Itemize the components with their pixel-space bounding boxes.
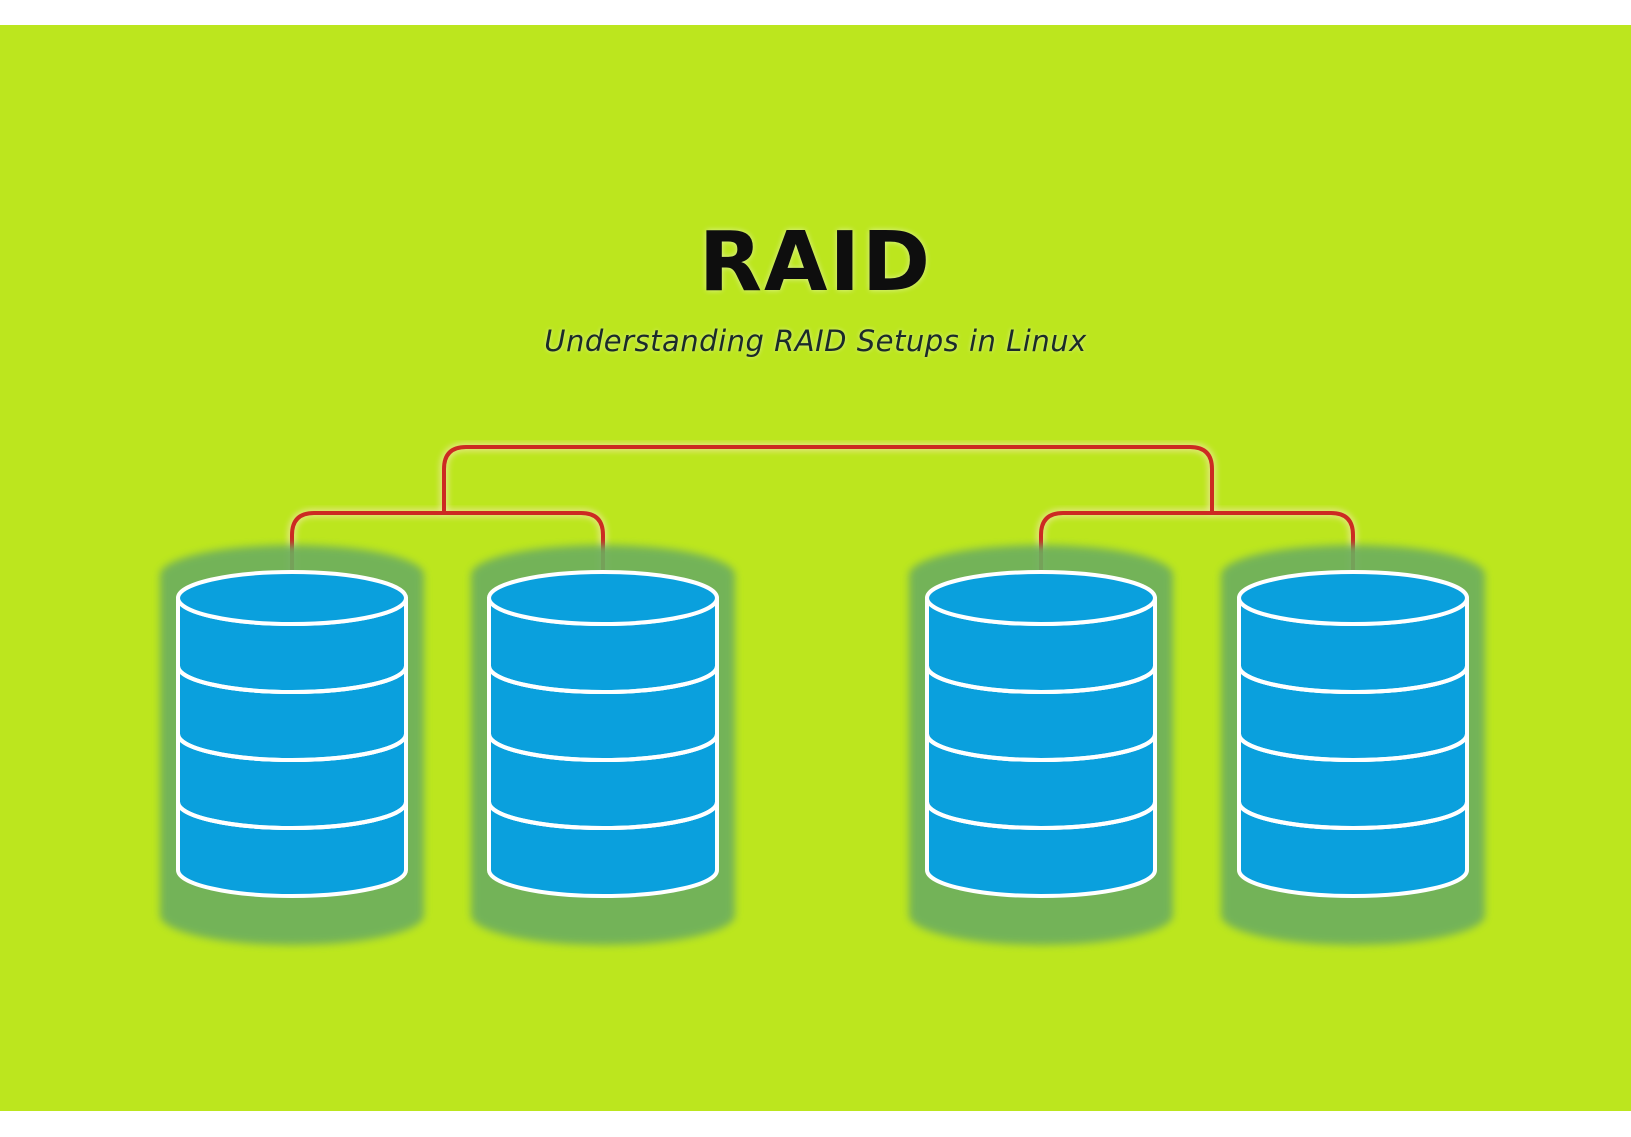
diagram-title: RAID <box>698 215 933 310</box>
pair-connector-left <box>290 511 605 591</box>
platter-seam <box>487 665 719 694</box>
platter-seam <box>1237 801 1469 830</box>
platter-seam <box>925 801 1157 830</box>
platter-seam <box>176 801 408 830</box>
platter-seam <box>925 733 1157 762</box>
pair-connector-right <box>1039 511 1355 591</box>
connector-lines <box>287 442 1358 591</box>
disk-3 <box>909 545 1173 945</box>
platter-seam <box>1237 733 1469 762</box>
top-bus-connector <box>442 445 1214 513</box>
disk-4 <box>1221 545 1485 945</box>
disk-top-cap <box>925 570 1157 626</box>
disk-1 <box>160 545 424 945</box>
platter-seam <box>925 665 1157 694</box>
platter-seam <box>487 801 719 830</box>
disk-2 <box>471 545 735 945</box>
diagram-svg <box>0 25 1631 1111</box>
disk-group <box>160 545 1485 945</box>
disk-top-cap <box>487 570 719 626</box>
diagram-subtitle: Understanding RAID Setups in Linux <box>544 324 1087 358</box>
disk-top-cap <box>1237 570 1469 626</box>
platter-seam <box>176 733 408 762</box>
disk-top-cap <box>176 570 408 626</box>
platter-seam <box>487 733 719 762</box>
raid-diagram: RAID Understanding RAID Setups in Linux <box>0 25 1631 1111</box>
platter-seam <box>1237 665 1469 694</box>
platter-seam <box>176 665 408 694</box>
